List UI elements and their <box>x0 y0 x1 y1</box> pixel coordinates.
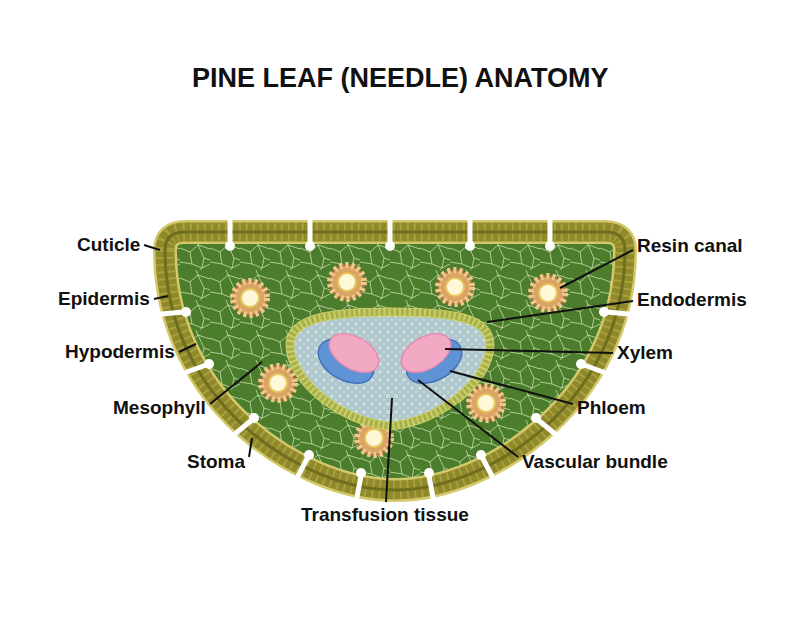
stoma-gap <box>236 420 252 433</box>
canal-lumen <box>477 394 495 412</box>
part-label: Phloem <box>577 397 646 419</box>
xylem-left <box>323 326 386 381</box>
canal-lumen <box>446 278 464 296</box>
resin-canal-ring <box>531 276 565 310</box>
leader-line <box>386 398 392 502</box>
resin-canal-ring <box>438 270 472 304</box>
canal-lumen <box>269 374 287 392</box>
canal-lumen <box>241 289 259 307</box>
leader-line <box>144 245 160 250</box>
canal-lumen <box>365 429 383 447</box>
xylem-right <box>395 326 458 381</box>
leader-line <box>154 296 168 299</box>
part-label: Transfusion tissue <box>301 504 469 526</box>
stoma-gap <box>388 221 393 242</box>
stoma-gap <box>482 457 492 476</box>
stoma-gap <box>607 312 628 314</box>
canal-cells <box>469 386 503 420</box>
stoma-chamber <box>249 413 259 423</box>
leader-line <box>179 344 196 352</box>
stoma-gap <box>162 312 183 314</box>
stoma-chamber <box>599 307 609 317</box>
stoma-gap <box>308 221 313 242</box>
stoma-chamber <box>465 241 475 251</box>
canal-wall <box>438 270 472 304</box>
part-label: Stoma <box>187 451 245 473</box>
canal-cells <box>531 276 565 310</box>
stoma-chambers <box>181 241 609 478</box>
leader-line <box>450 371 573 404</box>
part-label: Mesophyll <box>113 397 206 419</box>
endodermis-ring <box>290 312 490 426</box>
part-label: Xylem <box>617 342 673 364</box>
stoma-gap <box>298 457 308 476</box>
leader-line <box>487 301 633 322</box>
stoma-chamber <box>225 241 235 251</box>
stoma-gap <box>187 365 206 372</box>
leader-line <box>445 349 613 353</box>
leader-line <box>249 438 252 457</box>
part-label: Resin canal <box>637 235 743 257</box>
canal-lumen <box>539 284 557 302</box>
stoma-chamber <box>385 241 395 251</box>
canal-wall <box>233 281 267 315</box>
canal-cells <box>261 366 295 400</box>
leader-line <box>210 362 262 404</box>
leader-line <box>418 380 518 457</box>
part-label: Vascular bundle <box>522 451 668 473</box>
stoma-gap <box>538 420 554 433</box>
canal-lumen <box>338 273 356 291</box>
stoma-gap <box>584 365 603 372</box>
stoma-chamber <box>531 413 541 423</box>
resin-canal-ring <box>469 386 503 420</box>
stoma-gap <box>548 221 553 242</box>
stoma-gap <box>468 221 473 242</box>
stoma-chamber <box>424 468 434 478</box>
leader-line <box>560 250 633 288</box>
resin-canal-ring <box>261 366 295 400</box>
part-label: Epidermis <box>58 288 150 310</box>
canal-wall <box>531 276 565 310</box>
stoma-chamber <box>305 241 315 251</box>
part-label: Hypodermis <box>65 341 175 363</box>
part-label: Endodermis <box>637 289 747 311</box>
canal-wall <box>469 386 503 420</box>
canal-cells <box>438 270 472 304</box>
stoma-chamber <box>304 450 314 460</box>
canal-wall <box>330 265 364 299</box>
diagram-title: PINE LEAF (NEEDLE) ANATOMY <box>192 62 609 94</box>
canal-wall <box>261 366 295 400</box>
canal-cells <box>330 265 364 299</box>
resin-canals <box>233 265 565 455</box>
stoma-chamber <box>356 468 366 478</box>
endodermis-cells <box>290 312 490 426</box>
stoma-chamber <box>181 307 191 317</box>
stoma-chamber <box>204 359 214 369</box>
stoma-chamber <box>576 359 586 369</box>
part-label: Cuticle <box>77 234 140 256</box>
stoma-chamber <box>476 450 486 460</box>
stoma-gap <box>357 476 361 497</box>
resin-canal-ring <box>233 281 267 315</box>
canal-cells <box>233 281 267 315</box>
stoma-gap <box>429 476 433 497</box>
stoma-gap <box>228 221 233 242</box>
stoma-chamber <box>545 241 555 251</box>
resin-canal-ring <box>330 265 364 299</box>
